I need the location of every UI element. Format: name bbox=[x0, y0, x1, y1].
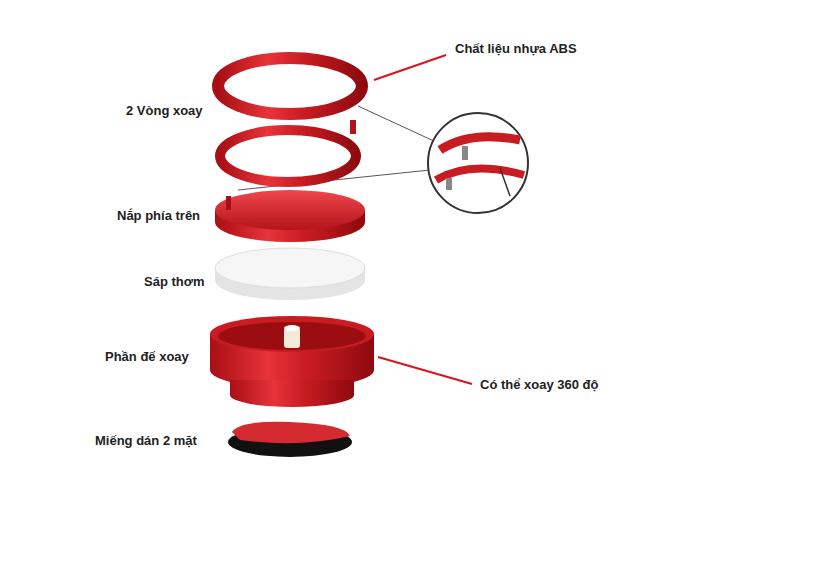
top-lid bbox=[215, 190, 365, 230]
peel-liner bbox=[232, 422, 350, 443]
zoom-detail bbox=[500, 168, 510, 196]
base-peg bbox=[284, 325, 300, 331]
part-label: Miếng dán 2 mặt bbox=[95, 433, 197, 449]
spin-base bbox=[230, 380, 354, 407]
spin-base bbox=[210, 316, 374, 352]
part-label: Sáp thơm bbox=[144, 274, 205, 290]
part-label: 2 Vòng xoay bbox=[126, 103, 203, 119]
spin-ring bbox=[220, 130, 356, 182]
zoom-detail bbox=[462, 146, 468, 160]
leader-line bbox=[374, 55, 446, 80]
zoom-detail bbox=[440, 137, 520, 150]
wax-pad bbox=[215, 248, 365, 288]
part-label: Chất liệu nhựa ABS bbox=[455, 41, 577, 57]
zoom-detail bbox=[446, 178, 452, 190]
zoom-line bbox=[358, 106, 436, 142]
ring-tab bbox=[350, 120, 356, 134]
zoom-inset bbox=[428, 113, 528, 213]
lid-tab bbox=[226, 196, 231, 210]
part-label: Có thể xoay 360 độ bbox=[480, 377, 598, 393]
part-label: Nắp phía trên bbox=[117, 208, 200, 224]
spin-base bbox=[218, 322, 366, 350]
spin-ring bbox=[218, 58, 362, 114]
leader-line bbox=[378, 357, 472, 384]
part-label: Phần đế xoay bbox=[105, 349, 189, 365]
